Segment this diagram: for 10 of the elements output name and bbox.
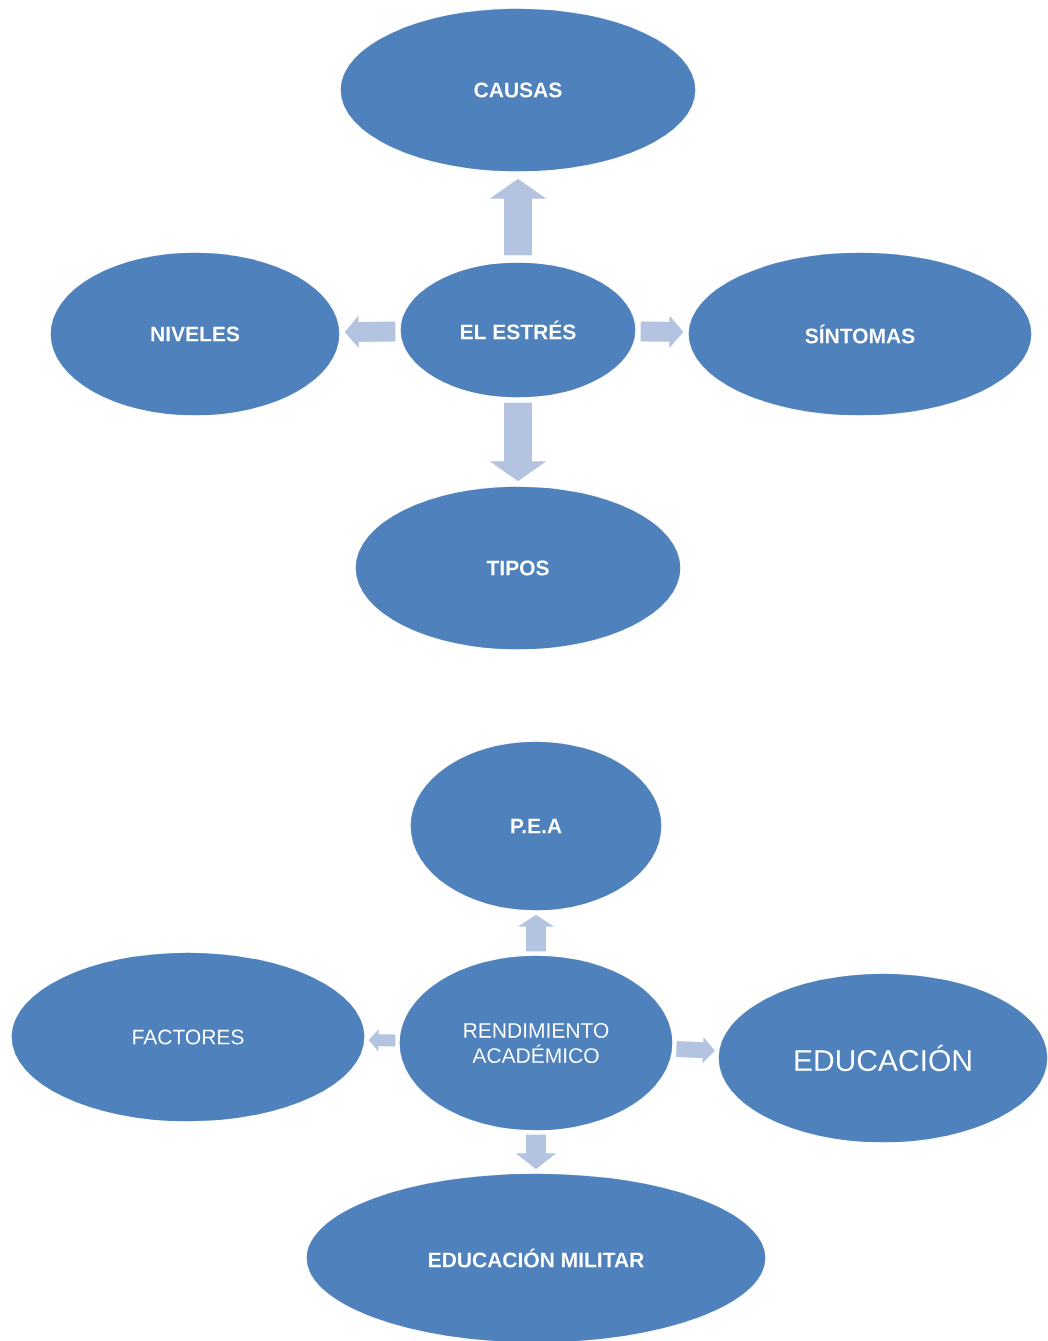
ellipse-node: TIPOS — [354, 485, 682, 651]
ellipse-node: SÍNTOMAS — [687, 251, 1033, 417]
ellipse-node: P.E.A — [409, 740, 663, 912]
ellipse-node: EL ESTRÉS — [399, 261, 637, 399]
ellipse-node: FACTORES — [10, 951, 366, 1123]
ellipse-node: NIVELES — [49, 251, 341, 417]
ellipse-node: EDUCACIÓN — [717, 972, 1048, 1144]
ellipse-node: RENDIMIENTO ACADÉMICO — [398, 954, 674, 1132]
ellipse-node: CAUSAS — [339, 7, 697, 173]
ellipse-node: EDUCACIÓN MILITAR — [305, 1172, 767, 1341]
